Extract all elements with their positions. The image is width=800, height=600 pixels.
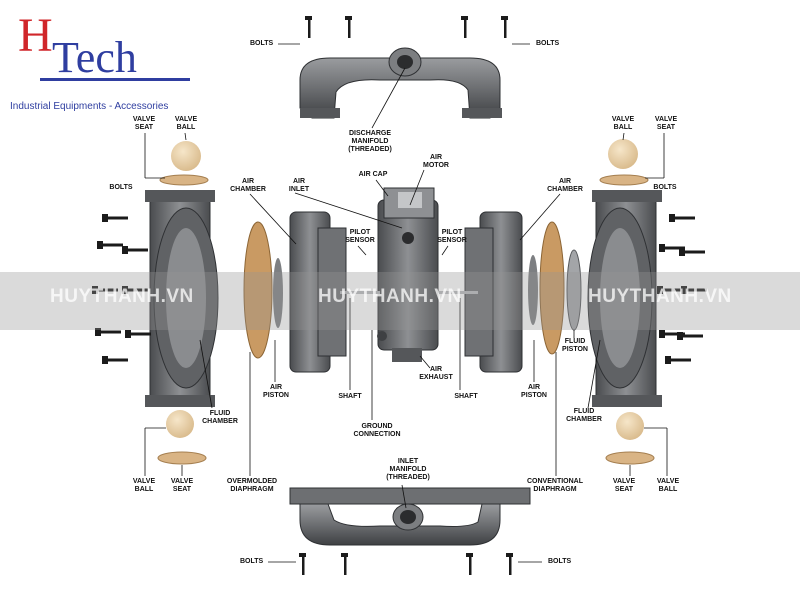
upper-left-valve-ball: [171, 141, 201, 171]
label-overmolded-diaphragm: OVERMOLDED DIAPHRAGM: [226, 478, 278, 493]
label-air-piston-right: AIR PISTON: [521, 384, 547, 399]
upper-right-valve-seat: [599, 174, 649, 186]
label-valve-ball-lower-right: VALVE BALL: [656, 478, 680, 493]
label-bolts-top-left: BOLTS: [250, 40, 274, 47]
watermark-left: HUYTHANH.VN: [50, 286, 194, 307]
label-valve-ball-upper-left: VALVE BALL: [174, 116, 198, 131]
label-air-piston-left: AIR PISTON: [263, 384, 289, 399]
label-valve-seat-lower-left: VALVE SEAT: [170, 478, 194, 493]
label-bolts-bottom-left: BOLTS: [240, 558, 264, 565]
logo-letter-h: H: [18, 9, 53, 62]
watermark-band: [0, 272, 800, 330]
watermark-center: HUYTHANH.VN: [318, 286, 462, 307]
bottom-right-bolts: [466, 553, 513, 575]
company-logo: H Tech Industrial Equipments - Accessori…: [10, 8, 190, 118]
lower-left-valve-ball: [166, 410, 194, 438]
lower-right-valve-seat: [605, 451, 655, 465]
label-air-inlet: AIR INLET: [288, 178, 310, 193]
label-pilot-sensor-right: PILOT SENSOR: [437, 229, 467, 244]
lower-left-valve-seat: [157, 451, 207, 465]
top-right-bolts: [461, 16, 508, 38]
top-left-bolts: [305, 16, 352, 38]
lower-right-valve-ball: [616, 412, 644, 440]
upper-left-valve-seat: [159, 174, 209, 186]
upper-right-valve-ball: [608, 139, 638, 169]
bottom-left-bolts: [299, 553, 348, 575]
label-bolts-left: BOLTS: [109, 184, 133, 191]
label-air-chamber-left: AIR CHAMBER: [230, 178, 266, 193]
center-section: [377, 187, 439, 362]
label-valve-ball-lower-left: VALVE BALL: [132, 478, 156, 493]
discharge-manifold: [299, 47, 502, 119]
label-valve-ball-upper-right: VALVE BALL: [611, 116, 635, 131]
label-ground-connection: GROUND CONNECTION: [353, 423, 401, 438]
label-conventional-diaphragm: CONVENTIONAL DIAPHRAGM: [527, 478, 583, 493]
right-shaft: [438, 291, 478, 294]
label-air-chamber-right: AIR CHAMBER: [547, 178, 583, 193]
label-shaft-right: SHAFT: [454, 393, 478, 400]
label-bolts-top-right: BOLTS: [536, 40, 560, 47]
left-air-chamber: [289, 211, 347, 373]
label-fluid-chamber-left: FLUID CHAMBER: [202, 410, 238, 425]
label-pilot-sensor-left: PILOT SENSOR: [345, 229, 375, 244]
leader-lines: [144, 43, 668, 563]
left-shaft: [340, 291, 380, 294]
label-air-motor: AIR MOTOR: [423, 154, 449, 169]
logo-underline: [40, 78, 190, 81]
label-bolts-bottom-right: BOLTS: [548, 558, 572, 565]
label-shaft-left: SHAFT: [338, 393, 362, 400]
label-discharge-manifold: DISCHARGE MANIFOLD (Threaded): [348, 130, 392, 153]
logo-tagline: Industrial Equipments - Accessories: [10, 101, 169, 112]
label-bolts-right: BOLTS: [653, 184, 677, 191]
label-valve-seat-upper-left: VALVE SEAT: [132, 116, 156, 131]
label-air-cap: AIR CAP: [358, 171, 388, 178]
overmolded-diaphragm-shape: [243, 221, 273, 359]
label-fluid-chamber-right: FLUID CHAMBER: [566, 408, 602, 423]
right-fluid-chamber: [587, 190, 662, 407]
conventional-diaphragm-shape: [539, 221, 565, 355]
right-air-piston-shape: [528, 255, 538, 325]
label-air-exhaust: AIR EXHAUST: [419, 366, 453, 381]
left-fluid-chamber: [145, 190, 219, 407]
left-air-piston-shape: [273, 258, 283, 328]
logo-letters-tech: Tech: [52, 33, 137, 82]
label-fluid-piston: FLUID PISTON: [562, 338, 588, 353]
label-valve-seat-upper-right: VALVE SEAT: [654, 116, 678, 131]
label-inlet-manifold: INLET MANIFOLD (Threaded): [386, 458, 430, 481]
label-valve-seat-lower-right: VALVE SEAT: [612, 478, 636, 493]
inlet-manifold: [289, 487, 531, 546]
watermark-right: HUYTHANH.VN: [588, 286, 732, 307]
